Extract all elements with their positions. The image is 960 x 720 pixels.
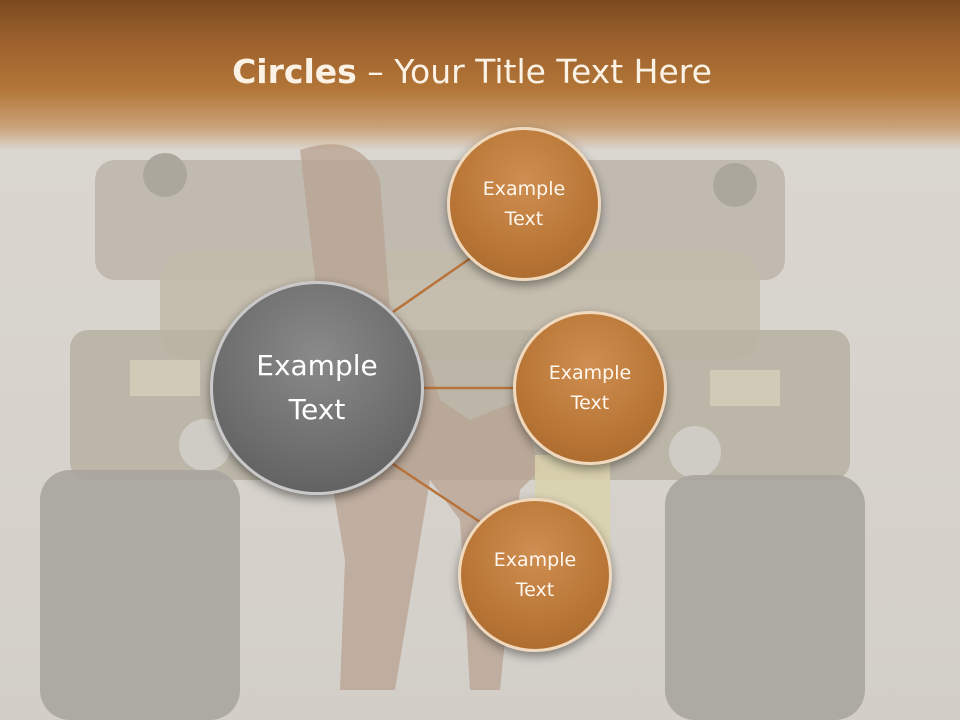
- jeep-light-right: [713, 163, 757, 207]
- node-circle-3-label: Example Text: [493, 549, 577, 601]
- center-circle[interactable]: Example Text: [210, 281, 424, 495]
- jeep-lamp-right: [710, 370, 780, 406]
- jeep-headlight-left: [179, 419, 231, 471]
- title-rest: – Your Title Text Here: [356, 52, 712, 91]
- jeep-tire-left: [40, 470, 240, 720]
- connector-3: [392, 462, 481, 524]
- jeep-light-left: [143, 153, 187, 197]
- slide-title: Circles – Your Title Text Here: [0, 52, 944, 91]
- title-bold: Circles: [232, 52, 357, 91]
- node-circle-1-label: Example Text: [482, 178, 566, 230]
- jeep-headlight-right: [669, 426, 721, 478]
- node-circle-3[interactable]: Example Text: [458, 498, 612, 652]
- jeep-tire-right: [665, 475, 865, 720]
- connector-1: [392, 253, 476, 314]
- title-bar: [0, 0, 960, 150]
- node-circle-2-label: Example Text: [548, 362, 632, 414]
- jeep-lamp-left: [130, 360, 200, 396]
- node-circle-1[interactable]: Example Text: [447, 127, 601, 281]
- center-circle-label: Example Text: [256, 349, 378, 426]
- node-circle-2[interactable]: Example Text: [513, 311, 667, 465]
